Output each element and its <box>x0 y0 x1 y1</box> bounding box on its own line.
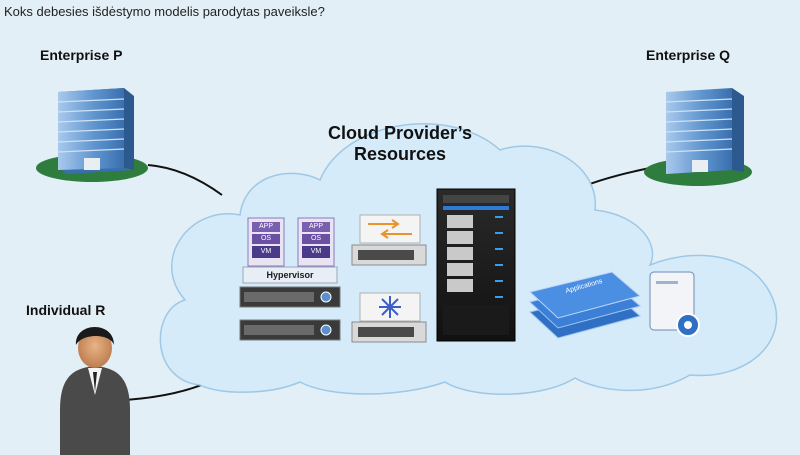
person-icon <box>60 326 130 455</box>
cloud-title-line2: Resources <box>353 144 447 164</box>
vm-stack-icon <box>247 217 285 267</box>
question-text: Koks debesies išdėstymo modelis parodyta… <box>4 4 325 19</box>
storage-icon <box>649 271 700 337</box>
vm-vm-label: VM <box>310 248 322 255</box>
application-layers-icon <box>528 271 642 339</box>
enterprise-q-label: Enterprise Q <box>646 47 731 63</box>
vm-os-label: OS <box>310 235 322 242</box>
vm-app-label: APP <box>258 223 273 230</box>
server-icon <box>239 319 341 341</box>
individual-r-label: Individual R <box>26 302 106 318</box>
rack-icon <box>436 188 516 342</box>
enterprise-p-label: Enterprise P <box>40 47 123 63</box>
hypervisor-bar <box>242 266 338 284</box>
server-icon <box>239 286 341 308</box>
vm-stack-icon <box>297 217 335 267</box>
cloud-title-line1: Cloud Provider’s <box>327 123 473 143</box>
cloud-title: Cloud Provider’s Resources <box>290 123 510 165</box>
building-icon <box>36 88 148 182</box>
vm-app-label: APP <box>308 223 323 230</box>
vm-os-label: OS <box>260 235 272 242</box>
switch-icon <box>351 214 427 266</box>
vm-vm-label: VM <box>260 248 272 255</box>
hypervisor-label: Hypervisor <box>266 270 314 280</box>
router-icon <box>351 292 427 343</box>
building-icon <box>644 88 752 186</box>
